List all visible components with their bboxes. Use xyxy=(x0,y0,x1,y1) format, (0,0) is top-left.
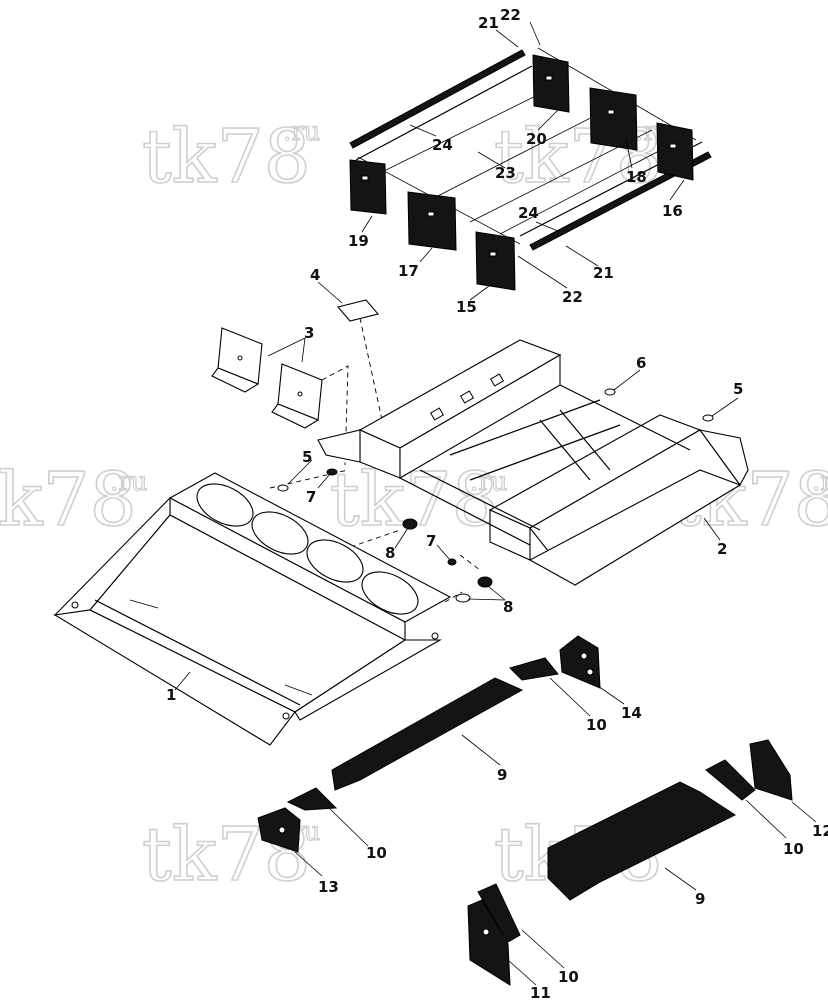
crossbar-23 xyxy=(499,139,681,235)
fan-opening xyxy=(196,483,254,527)
watermark-suffix: .ru xyxy=(470,467,507,497)
plate-9-upper xyxy=(331,677,524,791)
base-platform-1 xyxy=(53,472,452,746)
rail-24-top xyxy=(355,65,533,161)
callout-14: 14 xyxy=(621,704,642,722)
crossbar-23 xyxy=(429,107,611,201)
main-chassis-2 xyxy=(317,339,749,586)
watermark-suffix: .ru xyxy=(812,467,828,497)
callout-12: 12 xyxy=(812,822,828,840)
bushing-8 xyxy=(477,576,493,588)
callout-10: 10 xyxy=(558,968,579,986)
callout-21: 21 xyxy=(478,14,499,32)
plate-10 xyxy=(477,883,521,943)
plate-14 xyxy=(559,635,601,689)
callout-11: 11 xyxy=(530,984,551,1000)
plate-10 xyxy=(705,759,756,801)
plate-9-lower xyxy=(547,781,737,901)
plate-17 xyxy=(407,191,457,251)
plate-10 xyxy=(286,787,338,811)
rail-21-top xyxy=(349,49,526,149)
callout-19: 19 xyxy=(348,232,369,250)
callout-5: 5 xyxy=(302,448,312,466)
watermark-suffix: .ru xyxy=(283,117,320,147)
small-parts-upper xyxy=(211,299,383,466)
bracket-3 xyxy=(271,403,320,429)
plate-11 xyxy=(467,899,511,986)
washer-6 xyxy=(604,388,616,396)
watermark-text: tk78 xyxy=(330,457,499,543)
callout-24: 24 xyxy=(432,136,453,154)
callout-16: 16 xyxy=(662,202,683,220)
bracket-3 xyxy=(211,367,260,393)
plate-12 xyxy=(749,739,793,801)
callout-10: 10 xyxy=(586,716,607,734)
plate-19 xyxy=(349,159,387,215)
fan-opening xyxy=(251,511,309,555)
callout-22: 22 xyxy=(562,288,583,306)
callout-9: 9 xyxy=(695,890,705,908)
plate-16 xyxy=(656,122,694,181)
leader-lines xyxy=(174,21,817,986)
callout-8: 8 xyxy=(385,544,395,562)
washer-5 xyxy=(277,484,289,492)
bushing-8 xyxy=(402,518,418,530)
nut-7 xyxy=(326,468,338,476)
watermark-suffix: .ru xyxy=(110,467,147,497)
rail-21-bottom xyxy=(529,151,712,251)
washer-8 xyxy=(455,593,471,603)
callout-9: 9 xyxy=(497,766,507,784)
callout-22: 22 xyxy=(500,6,521,24)
callout-5: 5 xyxy=(733,380,743,398)
plate-15 xyxy=(475,231,516,291)
nut-7 xyxy=(447,558,457,566)
callout-10: 10 xyxy=(783,840,804,858)
callout-labels: 21 22 24 20 23 18 16 19 17 24 21 22 15 4… xyxy=(166,6,828,1000)
callout-17: 17 xyxy=(398,262,419,280)
top-frame-assembly xyxy=(349,47,712,291)
callout-20: 20 xyxy=(526,130,547,148)
callout-6: 6 xyxy=(636,354,646,372)
callout-4: 4 xyxy=(310,266,320,284)
plate-20 xyxy=(532,54,570,113)
callout-21: 21 xyxy=(593,264,614,282)
callout-10: 10 xyxy=(366,844,387,862)
fasteners xyxy=(277,388,714,603)
plate-18 xyxy=(589,87,638,151)
lower-parts xyxy=(257,635,793,986)
callout-1: 1 xyxy=(166,686,176,704)
fan-opening xyxy=(361,571,419,615)
callout-13: 13 xyxy=(318,878,339,896)
callout-23: 23 xyxy=(495,164,516,182)
callout-7: 7 xyxy=(306,488,316,506)
watermark-text: tk78 xyxy=(0,457,137,543)
callout-7: 7 xyxy=(426,532,436,550)
callout-15: 15 xyxy=(456,298,477,316)
callout-18: 18 xyxy=(626,168,647,186)
washer-5 xyxy=(702,414,714,422)
plate-10 xyxy=(509,657,559,681)
callout-2: 2 xyxy=(717,540,727,558)
callout-8: 8 xyxy=(503,598,513,616)
cover-plate-4 xyxy=(337,299,379,322)
callout-3: 3 xyxy=(304,324,314,342)
fan-opening xyxy=(306,539,364,583)
callout-24: 24 xyxy=(518,204,539,222)
watermark-text: tk78 xyxy=(142,114,311,200)
